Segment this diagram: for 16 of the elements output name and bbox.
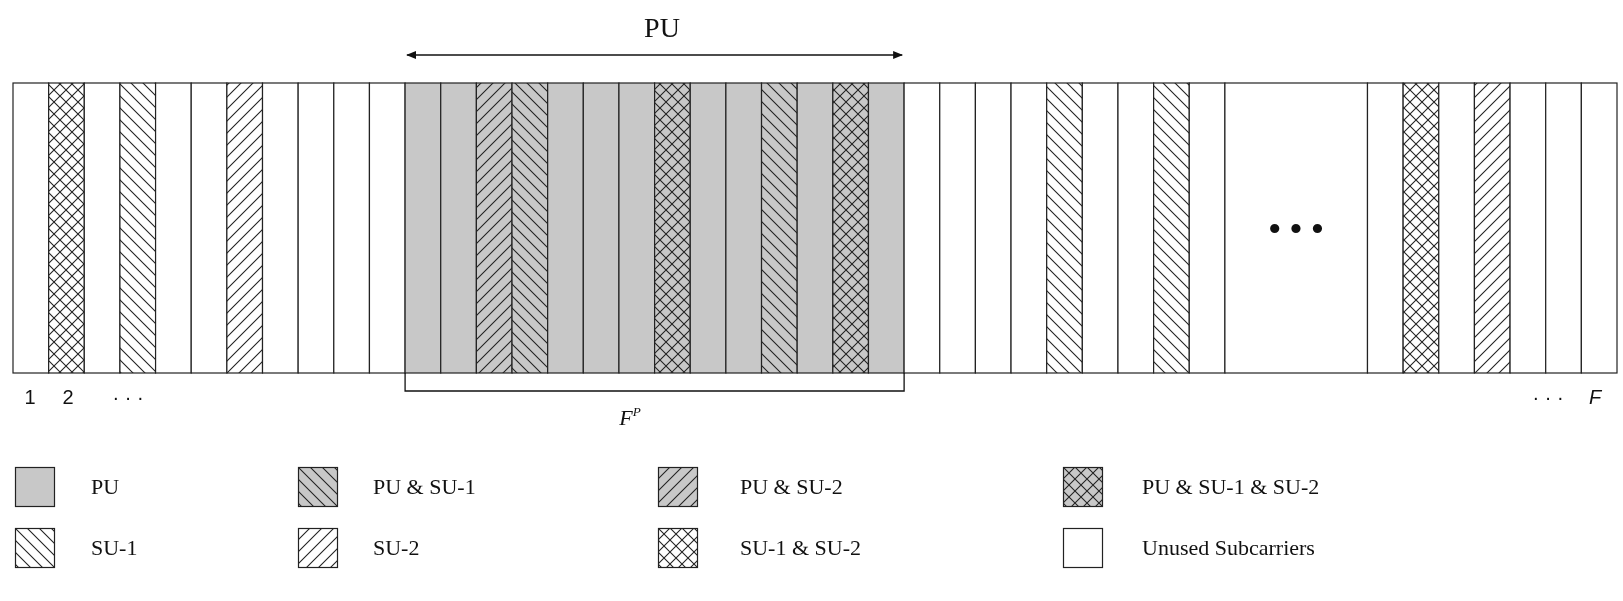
legend-label: PU	[91, 476, 120, 498]
label: · · ·	[112, 387, 144, 407]
legend-label: PU & SU-2	[740, 476, 843, 498]
label: F$^{P}$	[619, 405, 641, 429]
legend-label: Unused Subcarriers	[1142, 537, 1315, 559]
legend-label: SU-1 & SU-2	[740, 537, 861, 559]
legend-label: SU-2	[373, 537, 420, 559]
label: F	[1588, 387, 1602, 407]
legend-label: PU & SU-1 & SU-2	[1142, 476, 1320, 498]
label: PU	[644, 14, 680, 42]
label: · · ·	[1532, 387, 1564, 407]
label: • • •	[1268, 211, 1324, 245]
label: 1	[24, 387, 36, 407]
legend-label: PU & SU-1	[373, 476, 476, 498]
label: 2	[62, 387, 74, 407]
legend-label: SU-1	[91, 537, 138, 559]
